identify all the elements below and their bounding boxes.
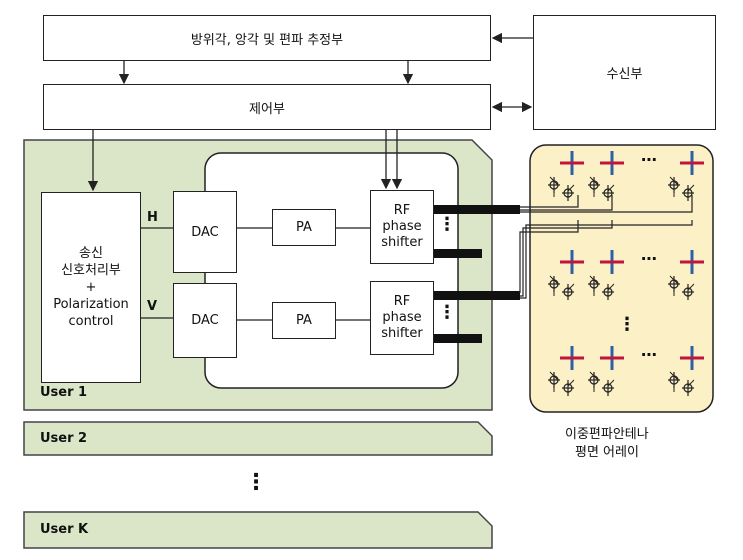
antenna-element	[586, 344, 626, 398]
receiver-block: 수신부	[533, 15, 716, 130]
array-row1-ellipsis: ⋯	[641, 150, 657, 169]
estimator-label: 방위각, 앙각 및 편파 추정부	[190, 32, 344, 48]
feed-line-3	[520, 195, 693, 213]
signal-h-label: H	[147, 210, 158, 225]
tx-processor-block: 송신 신호처리부 + Polarization control	[41, 192, 141, 383]
pa-h-label: PA	[296, 220, 312, 235]
feed-line-6	[520, 220, 693, 299]
user-1-label: User 1	[40, 385, 88, 400]
controller-block: 제어부	[43, 84, 491, 130]
antenna-caption-line-1: 이중편파안테나	[565, 427, 649, 442]
pa-v-label: PA	[296, 313, 312, 328]
tx-processor-line-1: 송신	[79, 246, 103, 261]
tx-processor-line-4: Polarization	[53, 297, 129, 312]
phase-shifter-v-line-3: shifter	[381, 326, 423, 341]
array-row3-ellipsis: ⋯	[641, 345, 657, 364]
dac-v-block: DAC	[173, 283, 237, 358]
feed-line-2	[520, 195, 613, 211]
antenna-element	[546, 149, 586, 203]
antenna-element	[666, 149, 706, 203]
phase-shifter-v-line-1: RF	[393, 294, 411, 309]
array-row2-ellipsis: ⋯	[641, 249, 657, 268]
antenna-element	[586, 149, 626, 203]
phase-shifter-v-block: RF phase shifter	[370, 281, 434, 355]
phase-shifter-h-block: RF phase shifter	[370, 190, 434, 264]
receiver-label: 수신부	[606, 67, 643, 82]
antenna-element	[546, 248, 586, 302]
bus-h-bottom	[434, 249, 482, 258]
phase-shifter-h-line-2: phase	[382, 219, 422, 234]
phase-shifter-h-line-1: RF	[393, 203, 411, 218]
dac-v-label: DAC	[191, 313, 219, 328]
estimator-block: 방위각, 앙각 및 편파 추정부	[43, 15, 491, 61]
user-2-panel	[23, 421, 493, 456]
antenna-element	[666, 248, 706, 302]
bus-v-top	[434, 291, 520, 300]
tx-processor-line-2: 신호처리부	[61, 263, 121, 278]
pa-h-block: PA	[272, 209, 336, 246]
signal-v-label: V	[147, 299, 158, 314]
users-ellipsis: ⋮	[245, 470, 267, 495]
antenna-element	[586, 248, 626, 302]
ps-h-ellipsis: ⋮	[438, 214, 456, 235]
tx-processor-line-3: +	[85, 280, 97, 295]
pa-v-block: PA	[272, 302, 336, 339]
tx-processor-line-5: control	[68, 314, 114, 329]
antenna-element	[546, 344, 586, 398]
dac-h-block: DAC	[173, 191, 237, 273]
phase-shifter-h-line-3: shifter	[381, 235, 423, 250]
feed-line-1	[520, 195, 579, 208]
phase-shifter-v-line-2: phase	[382, 310, 422, 325]
array-col-ellipsis: ⋮	[618, 314, 636, 335]
dac-h-label: DAC	[191, 224, 219, 240]
user-k-panel	[23, 511, 493, 549]
antenna-element	[666, 344, 706, 398]
bus-v-bottom	[434, 334, 482, 343]
user-k-label: User K	[40, 522, 89, 537]
feed-line-4	[519, 220, 579, 293]
ps-v-ellipsis: ⋮	[438, 302, 456, 323]
antenna-caption-line-2: 평면 어레이	[575, 445, 639, 460]
bus-h-top	[434, 205, 520, 214]
user-2-label: User 2	[40, 431, 88, 446]
controller-label: 제어부	[249, 101, 285, 117]
